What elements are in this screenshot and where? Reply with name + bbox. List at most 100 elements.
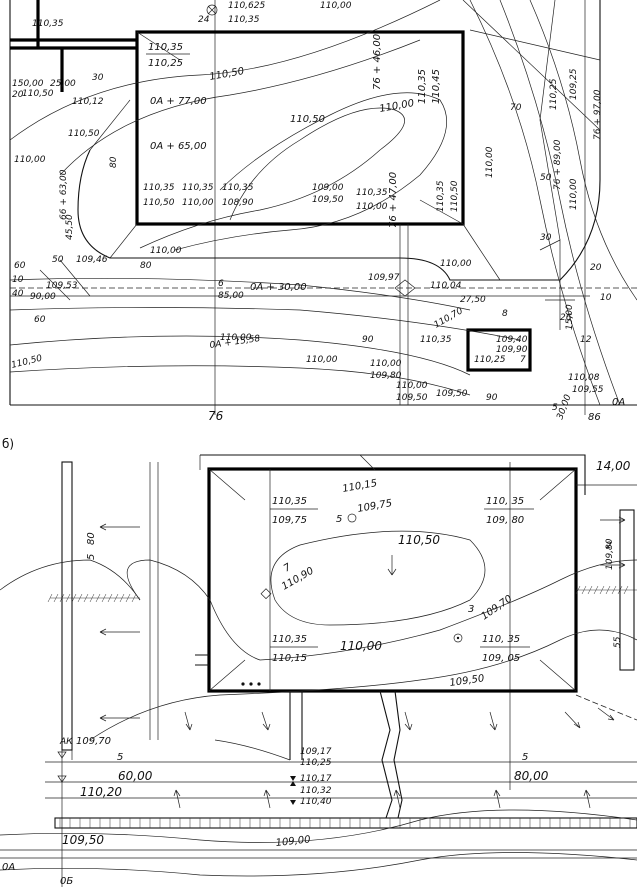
elev-label: 24 [198, 15, 210, 25]
contour-label: 110,00 [306, 355, 338, 365]
elev-label: 110,35 [436, 180, 446, 212]
elev-label: 110,625 [228, 1, 265, 11]
survey-point-icon [456, 636, 460, 640]
arrow-icon [173, 789, 181, 809]
contour-label: 109,00 [275, 834, 311, 849]
elev-label: 110,00 [320, 1, 352, 11]
roof-ridge [539, 468, 577, 501]
contour-line [174, 92, 447, 251]
contour-line [9, 307, 521, 341]
arrow-icon [99, 714, 140, 722]
elev-label: 110,40 [300, 797, 332, 807]
elev-label: 110, 35 [486, 496, 524, 507]
elev-label: 110,35 [420, 335, 452, 345]
elev-label: 110,35 [32, 19, 64, 29]
arrow-icon [493, 789, 501, 809]
slope-lines [462, 0, 601, 131]
elev-label: 110,25 [300, 758, 332, 768]
elev-label: 90 [486, 393, 498, 403]
elev-label: 50 [52, 255, 64, 265]
contour-label: 110,50 [398, 533, 440, 547]
survey-point-icon [260, 588, 272, 600]
contour-label: 110,00 [220, 333, 252, 343]
arrow-icon [404, 711, 413, 731]
elev-label: 110,45 [431, 69, 442, 104]
dimension-label: 14,00 [596, 459, 631, 473]
contour-label: 110,70 [433, 306, 466, 331]
axis-label: 0А + 65,00 [150, 141, 207, 152]
building-outline [207, 467, 578, 693]
elev-label: 110,35 [148, 42, 183, 53]
elev-label: 40 [12, 289, 24, 299]
contour-line [529, 0, 637, 301]
elev-label: 110,35 [417, 69, 428, 104]
elev-label: 12 [580, 335, 592, 345]
arrow-icon [583, 789, 591, 809]
elev-label: 109,70 [479, 593, 514, 622]
contour-line [499, 0, 621, 406]
axis-label: 76 [208, 409, 224, 423]
axis-label: 86 [588, 412, 601, 423]
elev-label: 110,15 [342, 478, 378, 495]
flow-arrows [99, 516, 626, 809]
benchmark-icon [207, 5, 217, 15]
drain-line [539, 0, 561, 241]
curb-ticks [59, 818, 631, 828]
elev-label: 10 [12, 275, 24, 285]
contour-line [270, 530, 486, 626]
elev-label: 110,50 [143, 198, 175, 208]
elev-label: 7 [520, 355, 526, 365]
roof-ridge [208, 659, 246, 692]
elev-label: 110,20 [80, 785, 122, 799]
contour-line [469, 0, 601, 406]
elev-label: 109,90 [496, 345, 528, 355]
survey-marker [394, 279, 416, 297]
dimension-label: 60,00 [118, 769, 153, 783]
dimension-label: 80,00 [514, 769, 549, 783]
arrow-icon [564, 711, 581, 729]
arrow-icon [597, 707, 615, 721]
elev-label: 110,17 [300, 774, 332, 784]
elev-label: 109,17 [300, 747, 332, 757]
crack-line [359, 454, 376, 471]
elev-label: 110,00 [14, 155, 46, 165]
plan-a: 110,625 110,35 24 110,00 110,35 110,25 1… [9, 0, 637, 423]
roof-ridge [539, 659, 577, 692]
arrow-icon [489, 711, 498, 731]
elev-label: 30 [92, 73, 104, 83]
dimension-label: 55 [613, 636, 623, 648]
elev-label: 60 [14, 261, 26, 271]
contour-line [139, 107, 405, 249]
elev-label: 30 [540, 233, 552, 243]
elev-label: 110,50 [68, 129, 100, 139]
elev-label: 110,35 [222, 183, 254, 193]
elev-label: 8 [502, 309, 508, 319]
contour-line [9, 335, 471, 376]
elev-label: 109,46 [76, 255, 108, 265]
building-outline [135, 30, 465, 226]
point-number: 7 [282, 562, 294, 575]
contour-label: 110,00 [379, 98, 415, 115]
point-number: 3 [468, 604, 474, 615]
axis-label: 0А + 30,00 [250, 282, 307, 293]
contour-line [126, 559, 637, 661]
dot-marker [241, 682, 245, 686]
dot-marker [257, 682, 261, 686]
ground-hatch [575, 585, 637, 595]
contour-line [89, 629, 637, 741]
point-code: АК [59, 737, 73, 747]
crack-line [393, 690, 403, 819]
roof-ridge [419, 199, 464, 225]
elev-label: 110,08 [568, 373, 600, 383]
slope-rim [77, 0, 601, 281]
axis-label: 0А [2, 862, 15, 873]
roof-ridge [208, 468, 246, 501]
elev-label: 6 [218, 279, 224, 289]
arrow-icon [600, 516, 626, 524]
elev-label: 110,25 [148, 58, 183, 69]
elev-label: 109,97 [368, 273, 400, 283]
elev-label: 109,50 [396, 393, 428, 403]
axis-label: 76 + 46,00 [372, 34, 383, 90]
